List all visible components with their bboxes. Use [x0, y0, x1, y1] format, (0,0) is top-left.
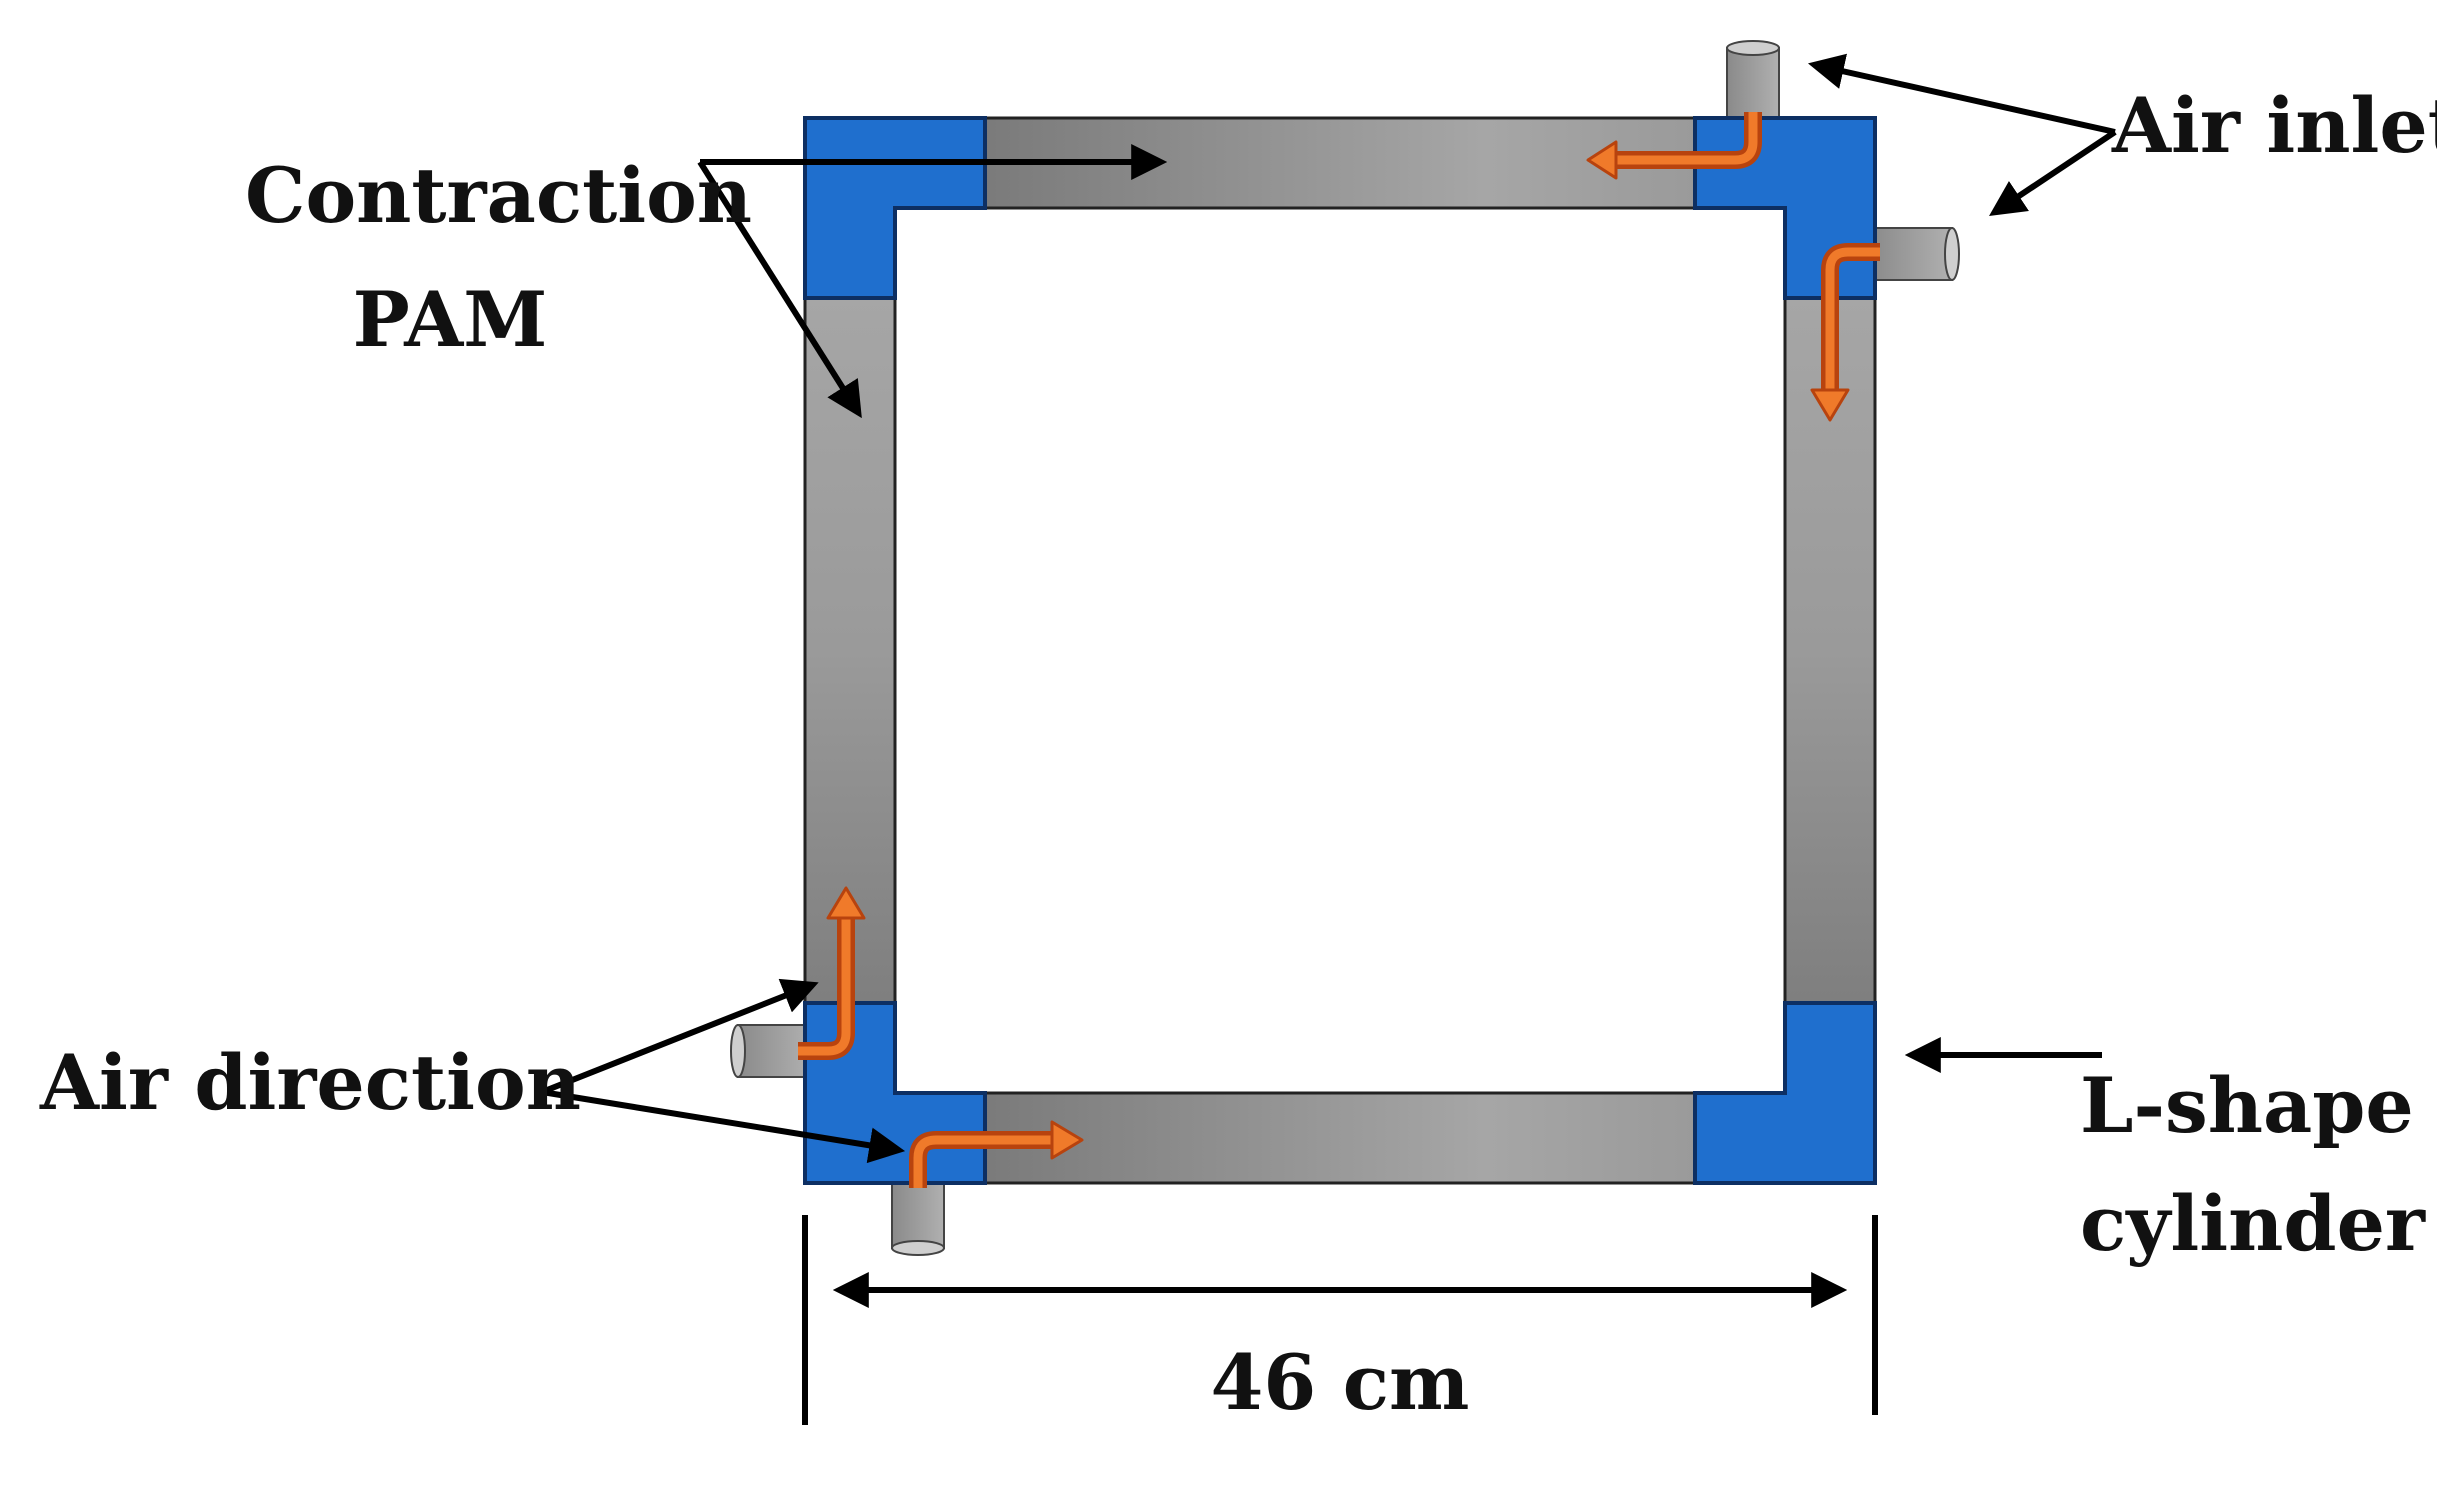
air-flow-arrows: [798, 112, 1880, 1188]
dimension-indicator: [802, 1215, 1878, 1425]
flow-arrow-bottom-left-right: [909, 1120, 1084, 1188]
label-cylinder: cylinder: [2080, 1179, 2425, 1268]
l-connector-top-left: [803, 116, 987, 300]
air-ports: [730, 40, 1960, 1256]
flow-arrow-top-right-down: [1810, 243, 1880, 422]
arrow-contraction-to-left-tube: [697, 160, 862, 419]
l-connector-bottom-left: [803, 1001, 987, 1185]
pam-tubes: [803, 116, 1877, 1185]
air-port-top-right-side: [1869, 227, 1960, 281]
air-port-top-right-up: [1726, 40, 1780, 129]
air-port-bottom-left-side: [730, 1024, 811, 1078]
annotation-arrows: [540, 53, 2117, 1164]
label-air-inlet: Air inlet: [2112, 81, 2437, 170]
pam-tube-bottom: [978, 1091, 1702, 1185]
label-dimension-46cm: 46 cm: [1210, 1338, 1470, 1427]
l-connector-top-right: [1693, 116, 1877, 300]
label-contraction: Contraction: [245, 151, 753, 240]
flow-arrow-bottom-left-up: [798, 886, 866, 1060]
label-pam: PAM: [352, 275, 548, 364]
label-l-shape: L-shape: [2080, 1061, 2414, 1150]
flow-arrow-top-right-left: [1586, 112, 1762, 180]
pam-tube-right: [1783, 288, 1877, 1012]
l-connector-bottom-right: [1693, 1001, 1877, 1185]
arrow-air-inlet-top: [1807, 53, 2116, 135]
l-shape-connectors: [803, 116, 1877, 1185]
arrow-air-direction-right: [541, 1089, 906, 1164]
label-air-direction: Air direction: [40, 1038, 581, 1127]
arrow-air-inlet-side: [1989, 129, 2117, 216]
arrow-air-direction-up: [540, 978, 819, 1095]
